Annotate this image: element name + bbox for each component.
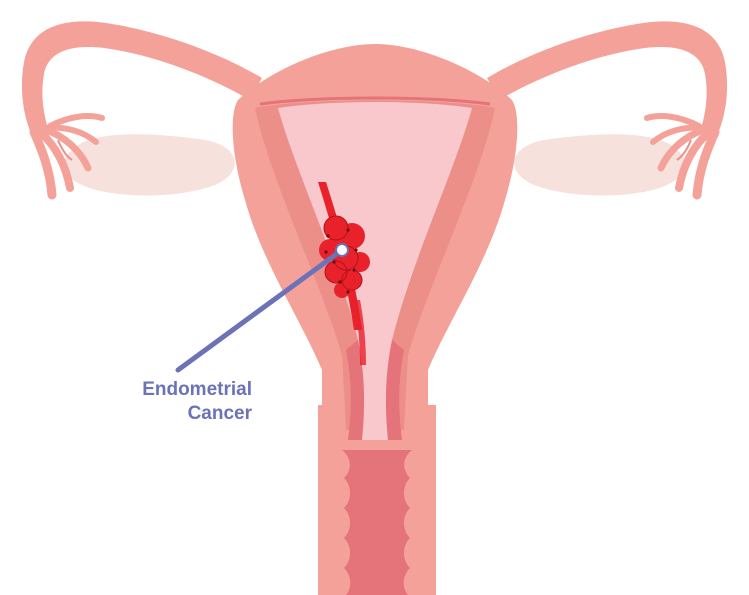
- callout-label-line1: Endometrial: [92, 378, 252, 402]
- uterus-body: [233, 44, 518, 445]
- callout-label: Endometrial Cancer: [92, 378, 252, 426]
- callout-label-line2: Cancer: [92, 402, 252, 426]
